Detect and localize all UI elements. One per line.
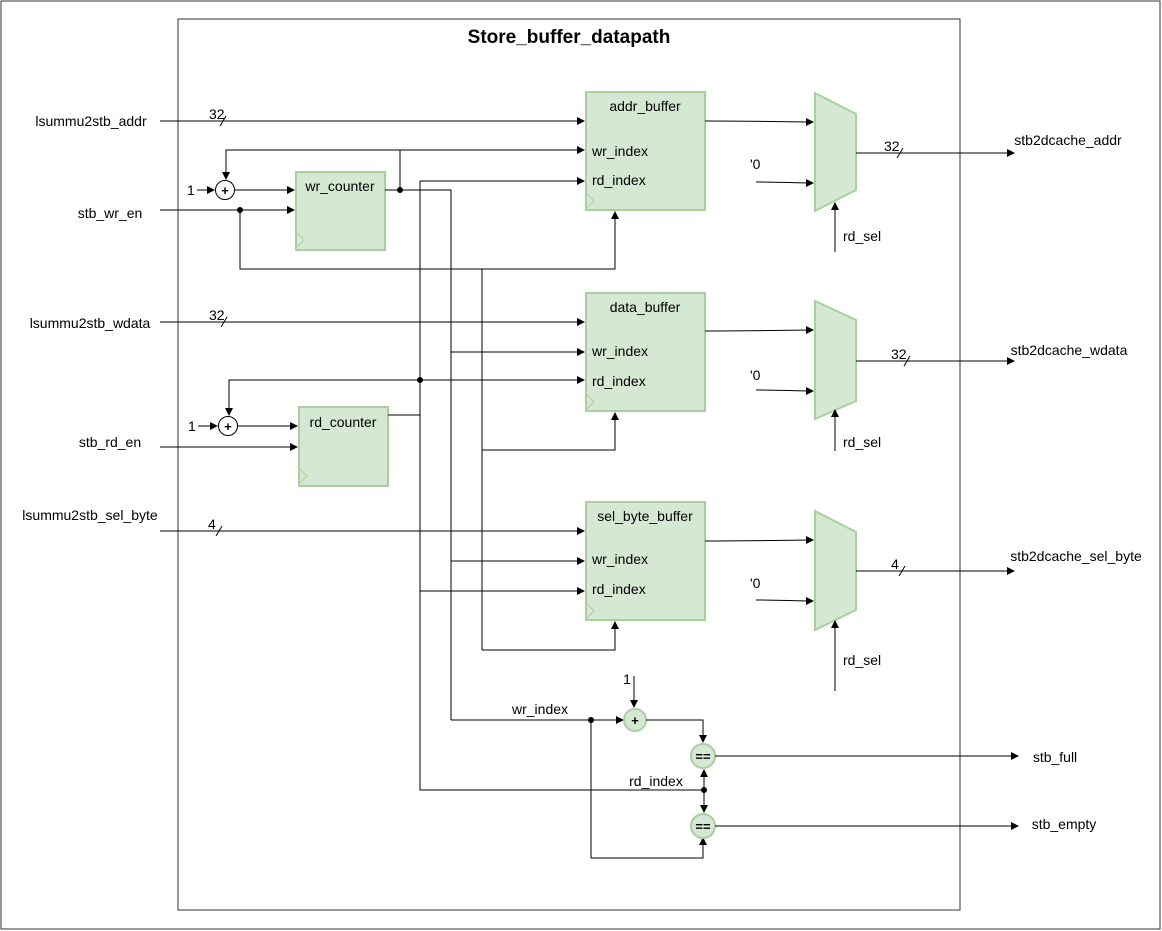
full-adder-symbol: + <box>631 713 639 728</box>
output-empty-label: stb_empty <box>1032 816 1097 832</box>
full-inc-one-label: 1 <box>623 671 631 687</box>
addr-buffer-to-mux <box>704 117 814 126</box>
diagram-title: Store_buffer_datapath <box>468 27 671 48</box>
wr-index-to-empty-compare <box>590 720 707 859</box>
data-buffer-rd-index-port: rd_index <box>592 373 646 389</box>
wdata-bus-slash <box>220 316 228 328</box>
sel-byte-width-label: 4 <box>208 516 216 532</box>
addr-buffer-rd-index-port: rd_index <box>592 172 646 188</box>
rd-adder-symbol: + <box>224 419 232 434</box>
addr-out-width-label: 32 <box>884 138 900 154</box>
sel-byte-mux-zero-wire <box>755 596 814 605</box>
full-comparator-symbol: == <box>695 749 711 764</box>
sel-byte-buffer-wr-index-port: wr_index <box>591 551 648 567</box>
addr-mux-sel-label: rd_sel <box>843 228 881 244</box>
addr-out-bus-slash <box>896 147 904 159</box>
addr-buffer-clock-icon <box>585 192 595 210</box>
input-rd-en-label: stb_rd_en <box>79 434 141 450</box>
wdata-mux-zero-label: '0 <box>750 367 761 383</box>
sel-byte-buffer-rd-index-port: rd_index <box>592 581 646 597</box>
addr-width-label: 32 <box>209 106 225 122</box>
wr-en-to-sel-byte-buffer <box>482 621 619 651</box>
sel-byte-mux-zero-label: '0 <box>750 575 761 591</box>
rd-feedback-wire <box>225 379 420 416</box>
addr-buffer-block <box>585 91 706 211</box>
wdata-mux-zero-wire <box>755 386 814 395</box>
rd-counter-clock-icon <box>298 467 308 485</box>
data-buffer-block <box>585 292 706 412</box>
empty-comparator-symbol: == <box>695 819 711 834</box>
wr-counter-clock-icon <box>295 231 305 249</box>
rd-adder <box>218 416 238 436</box>
data-buffer-to-mux <box>704 326 814 335</box>
sel-byte-mux <box>814 509 857 632</box>
rd-counter-block <box>298 406 389 487</box>
data-buffer-label: data_buffer <box>610 299 681 315</box>
addr-buffer-label: addr_buffer <box>609 98 681 114</box>
data-buffer-clock-icon <box>585 393 595 411</box>
wr-counter-block <box>295 171 386 251</box>
wdata-mux <box>814 299 857 421</box>
input-wdata-label: lsummu2stb_wdata <box>30 315 151 331</box>
output-sel-byte-label: stb2dcache_sel_byte <box>1010 548 1142 564</box>
sel-byte-buffer-clock-icon <box>585 602 595 620</box>
wr-adder <box>215 180 235 200</box>
wr-index-compare-label: wr_index <box>511 701 568 717</box>
addr-mux-zero-label: '0 <box>750 156 761 172</box>
data-buffer-wr-index-port: wr_index <box>591 343 648 359</box>
wr-index-to-addr-buffer <box>399 146 585 190</box>
sel-byte-out-width-label: 4 <box>891 556 899 572</box>
rd-index-compare-label: rd_index <box>629 773 683 789</box>
addr-mux-zero-wire <box>755 178 814 187</box>
wdata-width-label: 32 <box>209 307 225 323</box>
sel-byte-bus-slash <box>215 525 223 537</box>
sel-byte-buffer-to-mux <box>704 536 814 545</box>
wr-adder-symbol: + <box>221 183 229 198</box>
module-boundary <box>177 18 961 911</box>
wdata-mux-sel-label: rd_sel <box>843 434 881 450</box>
wr-counter-out-wire <box>385 189 452 720</box>
wr-en-to-data-buffer <box>482 412 619 451</box>
input-addr-label: lsummu2stb_addr <box>35 113 147 129</box>
input-wr-en-label: stb_wr_en <box>78 205 143 221</box>
sel-byte-mux-sel-label: rd_sel <box>843 652 881 668</box>
sel-byte-out-bus-slash <box>898 565 906 577</box>
sel-byte-buffer-label: sel_byte_buffer <box>597 508 693 524</box>
wr-inc-one-label: 1 <box>187 182 195 198</box>
rd-inc-one-label: 1 <box>188 418 196 434</box>
output-wdata-label: stb2dcache_wdata <box>1011 342 1128 358</box>
addr-mux <box>814 91 857 213</box>
rd-counter-label: rd_counter <box>310 414 377 430</box>
wdata-out-width-label: 32 <box>891 346 907 362</box>
wr-feedback-wire <box>222 149 400 180</box>
output-full-label: stb_full <box>1033 749 1077 765</box>
input-sel-byte-label: lsummu2stb_sel_byte <box>22 507 158 523</box>
wr-en-to-addr-buffer <box>239 210 619 270</box>
sel-byte-buffer-block <box>585 501 706 621</box>
wdata-out-bus-slash <box>903 355 911 367</box>
output-addr-label: stb2dcache_addr <box>1014 132 1122 148</box>
full-adder-out-wire <box>646 719 707 743</box>
addr-buffer-wr-index-port: wr_index <box>591 143 648 159</box>
rd-index-bus <box>419 181 704 791</box>
wr-counter-label: wr_counter <box>304 178 375 194</box>
addr-bus-slash <box>219 115 227 127</box>
